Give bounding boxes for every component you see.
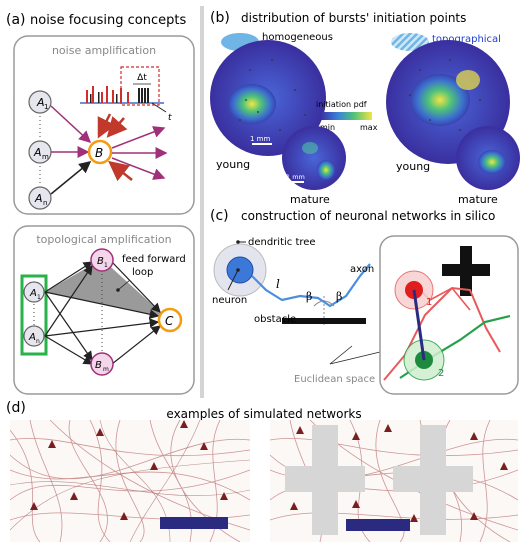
node-an-topo: A n (23, 325, 45, 347)
panel-a: (a) noise focusing concepts noise amplif… (6, 12, 195, 395)
scale-big-label: 1 mm (250, 135, 270, 143)
topographical-substrate-icon (391, 33, 429, 51)
obstacle-cross-horizontal (442, 264, 490, 276)
feed-forward-triangle (45, 259, 167, 318)
scale-small-label: 1 mm (286, 173, 305, 181)
svg-text:n: n (43, 199, 47, 207)
node-bm: B m (90, 352, 114, 376)
segment-length-label: l (276, 277, 280, 291)
svg-text:A: A (34, 192, 43, 205)
svg-text:B: B (95, 360, 102, 371)
svg-text:n: n (36, 338, 40, 345)
cross-obstacles (285, 425, 473, 535)
panel-a-label: (a) (6, 12, 26, 28)
svg-text:A: A (36, 96, 45, 109)
svg-text:C: C (165, 314, 174, 328)
colorbar-min: min (320, 123, 335, 132)
svg-text:B: B (97, 256, 104, 267)
homogeneous-label: homogeneous (262, 32, 333, 43)
svg-text:1: 1 (44, 103, 48, 111)
panel-b-label: (b) (210, 10, 230, 26)
young-left-label: young (216, 158, 250, 171)
edge-a1-b (50, 105, 92, 144)
noise-amplification-title: noise amplification (52, 44, 156, 57)
svg-text:1: 1 (37, 294, 41, 301)
edge-an-b (50, 161, 92, 195)
node-a1-topo: A 1 (23, 281, 45, 303)
panel-divider (200, 6, 204, 398)
topological-amplification-box (13, 225, 195, 395)
red-arrow-3 (108, 160, 133, 182)
young-right-label: young (396, 160, 430, 173)
topographical-label: topographical (432, 34, 501, 45)
node-c: C (157, 307, 183, 333)
obstacle-label: obstacle (254, 314, 296, 325)
colorbar-max: max (360, 123, 378, 132)
neuron-label: neuron (212, 295, 247, 306)
edge-b-out-3 (111, 157, 166, 180)
panel-b: (b) distribution of bursts' initiation p… (210, 10, 520, 206)
colorbar-title: initiation pdf (316, 100, 367, 109)
loop-label: loop (132, 267, 153, 278)
mature-left-label: mature (290, 193, 330, 206)
feed-forward-label: feed forward (122, 254, 186, 265)
svg-text:m: m (103, 366, 109, 373)
panel-c-title: construction of neuronal networks in sil… (241, 209, 495, 223)
panel-d-title: examples of simulated networks (166, 407, 361, 421)
node-b: B (87, 139, 113, 165)
heatmap-homogeneous-mature (282, 126, 346, 190)
neuron-2-label: 2 (438, 368, 444, 379)
beta-left: β (306, 290, 312, 303)
beta-right: β (336, 290, 342, 303)
panel-c-label: (c) (210, 208, 229, 224)
edge-b-out-1 (111, 126, 166, 149)
red-arrow-2 (106, 116, 128, 138)
obstacle-bar (282, 318, 366, 324)
node-am: A m (28, 140, 52, 164)
scale-bar-left (160, 517, 228, 529)
svg-text:A: A (29, 288, 37, 299)
heatmap-topographical-mature (456, 126, 520, 190)
neuron-soma (226, 256, 254, 284)
simulated-network-topographical (270, 420, 518, 542)
mature-right-label: mature (458, 193, 498, 206)
green-group-box (20, 274, 48, 356)
panel-b-title: distribution of bursts' initiation point… (241, 11, 466, 25)
euclidean-space-label: Euclidean space (294, 374, 375, 385)
simulated-network-homogeneous (10, 420, 250, 542)
zoom-box (379, 235, 519, 395)
neuron-1-label: 1 (426, 297, 432, 308)
node-a1: A 1 (28, 90, 52, 114)
spike-train: t Δt (80, 66, 172, 123)
panel-a-title: noise focusing concepts (30, 13, 186, 28)
axon-label: axon (350, 264, 374, 275)
scale-bar-right (346, 519, 410, 531)
heatmap-homogeneous-young (210, 40, 326, 156)
panel-d-label: (d) (6, 400, 26, 416)
svg-text:m: m (42, 153, 49, 161)
panel-d: (d) examples of simulated networks (6, 400, 518, 542)
node-b1: B 1 (90, 248, 114, 272)
panel-c: (c) construction of neuronal networks in… (210, 208, 519, 395)
topological-amplification-title: topological amplification (36, 233, 171, 246)
svg-text:A: A (28, 332, 36, 343)
axon-path (251, 263, 371, 308)
delta-t-box (120, 66, 160, 106)
svg-text:1: 1 (104, 262, 108, 269)
delta-t-label: Δt (137, 73, 147, 83)
connection-1-2 (412, 289, 426, 361)
node-an: A n (28, 186, 52, 210)
colorbar (320, 112, 372, 120)
svg-text:B: B (95, 146, 103, 160)
dendritic-tree-label: dendritic tree (248, 237, 316, 248)
t-axis-label: t (168, 113, 172, 123)
svg-text:A: A (33, 146, 42, 159)
